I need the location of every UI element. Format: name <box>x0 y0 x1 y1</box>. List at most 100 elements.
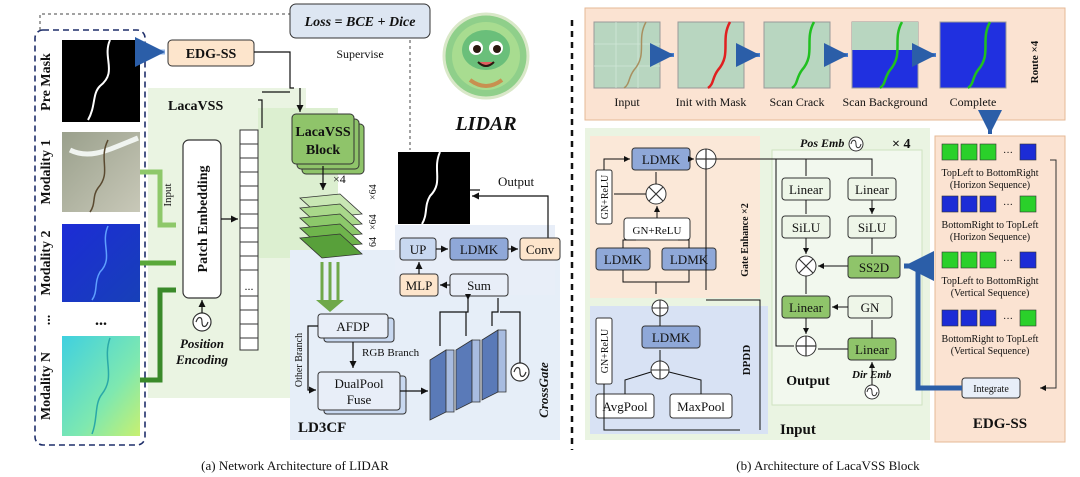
scan-step-background <box>851 21 919 90</box>
pre-mask-image <box>62 40 140 122</box>
conv-box <box>519 237 561 261</box>
residual-out <box>775 159 794 347</box>
modality-1-image <box>62 132 140 212</box>
modality-n-image <box>62 336 140 436</box>
feature-arrows <box>320 262 340 304</box>
ldmk-dpdd <box>641 325 701 349</box>
arrow-gn-ldmk <box>603 156 630 170</box>
seq-4-line1: BottomRight to TopLeft <box>942 334 1039 345</box>
ldmk-top-label: LDMK <box>642 152 681 167</box>
modality-2-crack <box>91 225 109 301</box>
seq-row-4: ··· <box>941 309 1037 327</box>
svg-text:···: ··· <box>1003 314 1013 325</box>
svg-text:···: ··· <box>1003 148 1013 159</box>
ss2d-box <box>847 255 901 279</box>
dir-emb-sine <box>866 387 878 397</box>
seq-2-line2: (Horizon Sequence) <box>950 232 1030 243</box>
arrow-conv-to-output <box>472 192 549 240</box>
crossgate-sine-link <box>500 311 521 363</box>
dualpool-line1: DualPool <box>334 376 384 391</box>
right-panel: Input Init with Mask Scan Crack Scan Bac… <box>584 7 1066 473</box>
seq-3-line1: TopLeft to BottomRight <box>941 276 1038 287</box>
gn-relu-gate-label: GN+ReLU <box>633 225 682 237</box>
linear-right-label: Linear <box>855 182 890 197</box>
modality-1-glare <box>68 135 139 157</box>
avgpool-label: AvgPool <box>602 399 648 414</box>
arrow-mul-linear <box>805 276 848 307</box>
lidar-logo <box>442 12 530 100</box>
integrate-label: Integrate <box>973 384 1009 395</box>
dualpool-line2: Fuse <box>347 392 372 407</box>
scan-label-background: Scan Background <box>843 95 928 109</box>
ldmk-gate-left-label: LDMK <box>604 252 643 267</box>
arrow-modality-n <box>140 287 176 383</box>
pos-emb-label: Pos Emb <box>800 136 844 150</box>
integrate-to-ss2d <box>904 251 962 391</box>
modality-1-crack <box>89 139 109 213</box>
crossgate-sine-wave <box>513 366 527 378</box>
position-label: Position <box>180 336 224 351</box>
ss2d-label: SS2D <box>859 260 889 275</box>
input-label: Input <box>162 183 174 206</box>
scan-step-crack <box>763 21 831 90</box>
seq-3-line2: (Vertical Sequence) <box>951 288 1030 299</box>
seq-row-2: ··· <box>941 195 1037 213</box>
pos-emb-sine <box>850 139 862 149</box>
lacavss-block-line2: Block <box>306 143 340 158</box>
output-label-right: Output <box>786 374 830 389</box>
svg-text:···: ··· <box>1003 256 1013 267</box>
label-modality-1: Modality 1 <box>39 140 54 205</box>
feature-arrow-head <box>316 300 344 312</box>
gn-relu-vertical-label-2: GN+ReLU <box>600 328 611 373</box>
sum-label: Sum <box>467 278 491 293</box>
edg-ss-title-right: EDG-SS <box>973 416 1027 432</box>
rgb-branch-label: RGB Branch <box>362 347 420 359</box>
ld3cf-label: LD3CF <box>298 420 346 436</box>
seq-2-line1: BottomRight to TopLeft <box>942 220 1039 231</box>
times4-right: × 4 <box>892 137 910 152</box>
gn-relu-vertical-label-1: GN+ReLU <box>600 174 611 219</box>
ldmk-gate-right-label: LDMK <box>670 252 709 267</box>
input-to-gate <box>706 299 761 430</box>
left-panel: ... Pre Mask Modality 1 Modality 2 ... M… <box>34 3 561 473</box>
crossgate-stack <box>429 329 507 421</box>
scan-step-input <box>593 21 661 89</box>
gn-label: GN <box>861 300 880 315</box>
label-modality-2: Modality 2 <box>39 231 54 296</box>
up-label: UP <box>410 242 427 257</box>
maxpool-label: MaxPool <box>677 399 725 414</box>
add-node-dpdd-plus <box>651 361 669 379</box>
route-label: Route ×4 <box>1029 40 1041 83</box>
dir-emb-label: Dir Emb <box>851 369 892 381</box>
ldmk-label-left: LDMK <box>460 242 499 257</box>
sine-icon <box>195 316 209 328</box>
other-branch-label: Other Branch <box>294 333 305 387</box>
modality-2-image <box>62 224 140 302</box>
output-crack <box>421 151 441 225</box>
seq-row-3: ··· <box>941 251 1037 269</box>
scan-label-init: Init with Mask <box>676 95 747 109</box>
afdp-label: AFDP <box>336 319 369 334</box>
caption-right: (b) Architecture of LacaVSS Block <box>736 458 920 473</box>
lacavss-block-line1: LacaVSS <box>295 125 350 140</box>
scan-label-input: Input <box>614 95 640 109</box>
supervise-dashed-line <box>39 13 290 30</box>
ldmk-dpdd-label: LDMK <box>652 330 691 345</box>
output-label: Output <box>498 174 535 189</box>
supervise-label: Supervise <box>336 47 383 61</box>
seq-1-line2: (Horizon Sequence) <box>950 180 1030 191</box>
output-image <box>398 152 470 224</box>
patch-embedding-label: Patch Embedding <box>196 166 211 273</box>
arrow-other-branch <box>307 325 318 394</box>
label-modality-dots: ... <box>39 315 54 326</box>
arrow-ss2d-mul <box>818 238 873 266</box>
loss-label: Loss = BCE + Dice <box>304 15 416 30</box>
scan-label-complete: Complete <box>950 95 997 109</box>
pre-mask-crack <box>87 39 111 121</box>
loss-box <box>289 3 431 39</box>
caption-left: (a) Network Architecture of LIDAR <box>201 458 389 473</box>
arrow-edg-to-block <box>254 51 294 89</box>
gate-enhance-label: Gate Enhance ×2 <box>740 203 751 276</box>
lacavss-label: LacaVSS <box>168 99 223 114</box>
linear-bottom-label: Linear <box>855 342 890 357</box>
